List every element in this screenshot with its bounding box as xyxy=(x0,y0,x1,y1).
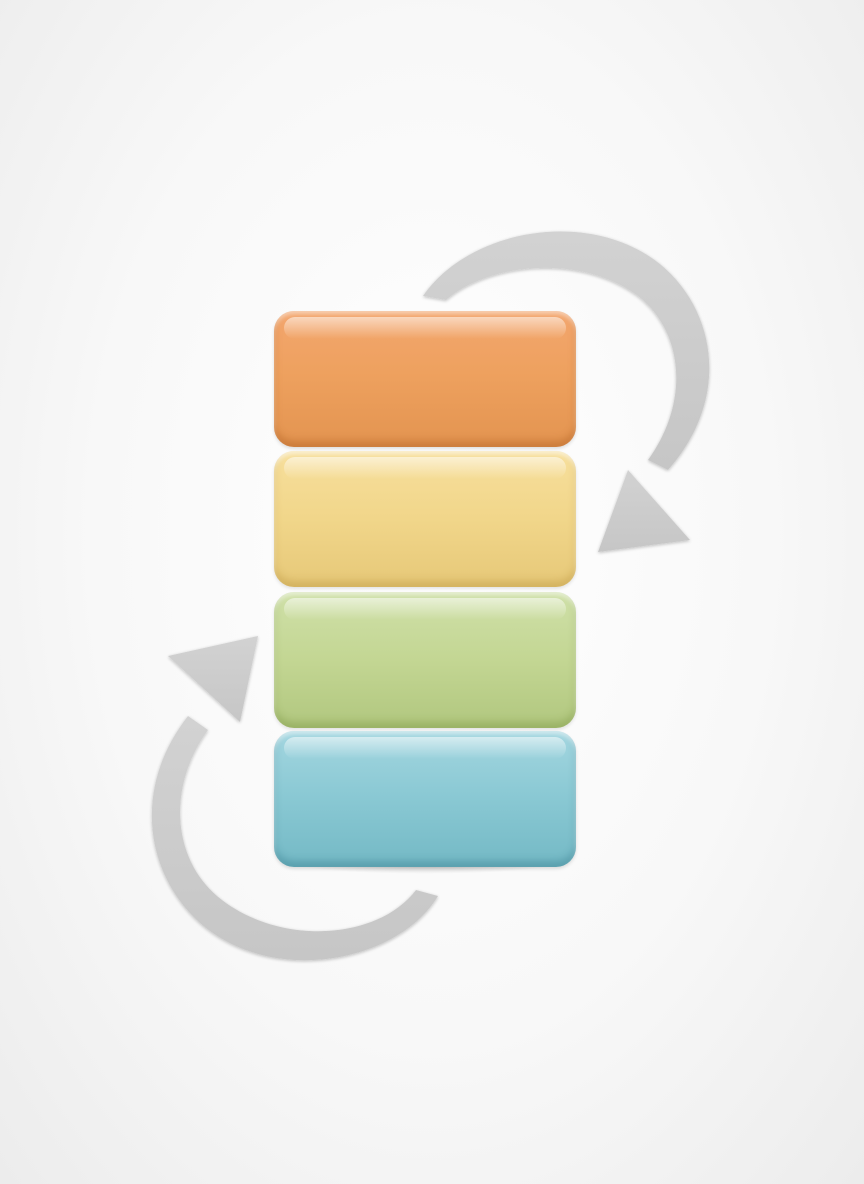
arrow-bottom-left-icon xyxy=(151,636,439,961)
arrow-top-right-icon xyxy=(423,231,710,552)
block-blue xyxy=(274,731,576,867)
block-orange xyxy=(274,311,576,447)
block-green xyxy=(274,592,576,728)
block-yellow xyxy=(274,451,576,587)
